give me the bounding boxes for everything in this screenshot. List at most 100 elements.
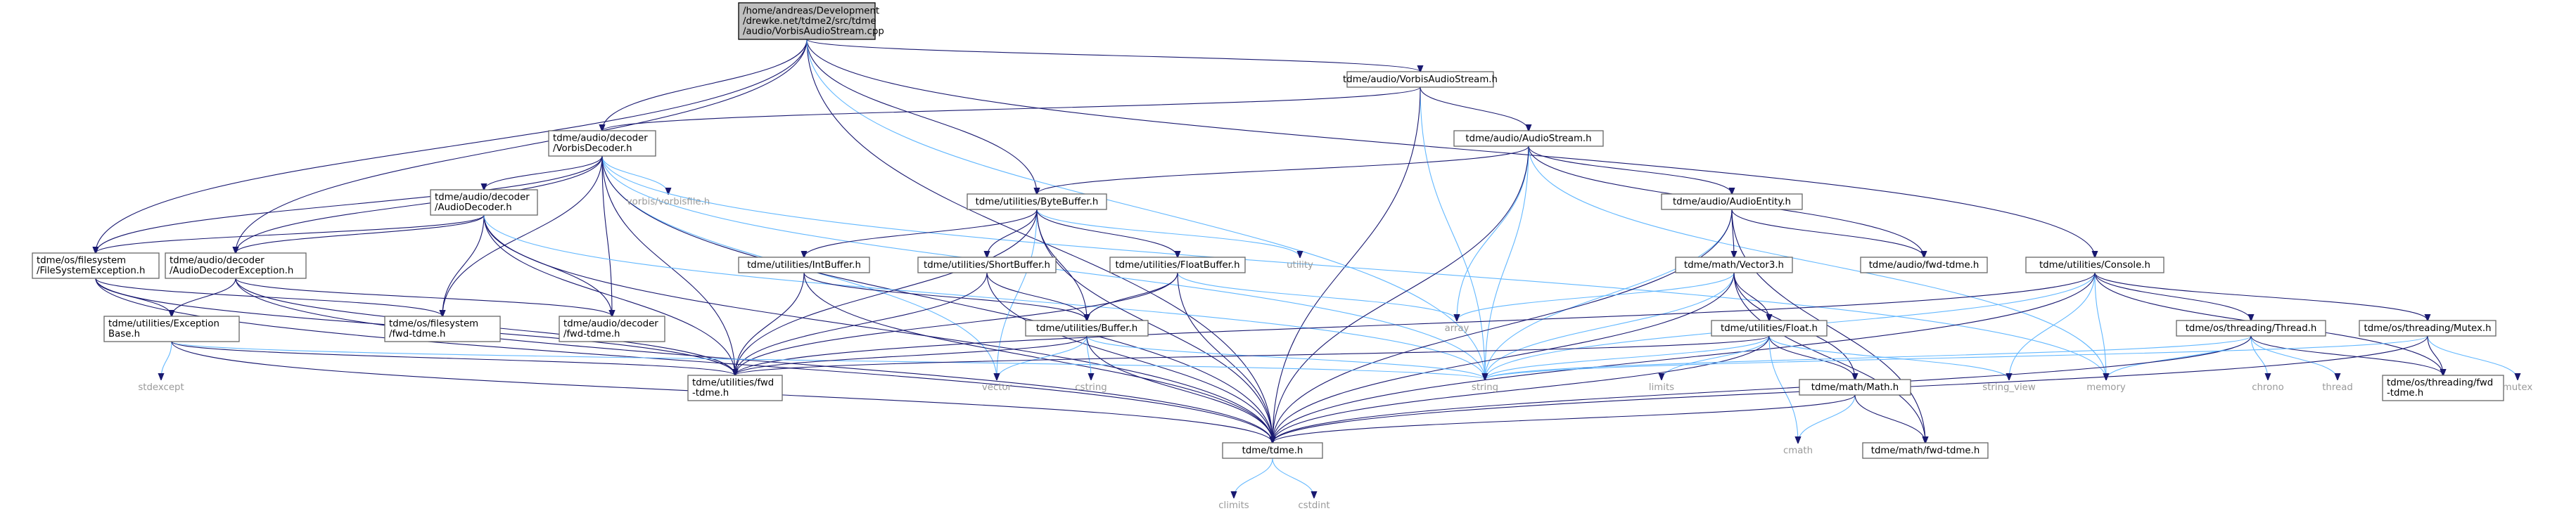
node-label-stdexcept-line-0: stdexcept	[138, 382, 184, 393]
node-vdec_h[interactable]: tdme/audio/decoder/VorbisDecoder.h	[548, 130, 656, 157]
edge-fb_h-to-ufwd_h	[735, 272, 1178, 375]
node-tdme_h[interactable]: tdme/tdme.h	[1222, 442, 1323, 459]
node-ad_h[interactable]: tdme/audio/decoder/AudioDecoder.h	[430, 189, 538, 216]
node-box-root	[738, 2, 876, 40]
node-afwd_h[interactable]: tdme/audio/fwd-tdme.h	[1860, 257, 1988, 273]
node-label-thread-line-0: thread	[2322, 382, 2353, 393]
node-box-vdec_h	[548, 130, 656, 157]
node-fb_h[interactable]: tdme/utilities/FloatBuffer.h	[1109, 257, 1246, 273]
edge-vas_h-to-as_h	[1420, 86, 1529, 131]
edge-float_h-to-string	[1485, 335, 1770, 380]
node-sb_h[interactable]: tdme/utilities/ShortBuffer.h	[917, 257, 1057, 273]
edge-ade_h-to-eb_h	[172, 278, 236, 316]
node-label-cstdint-line-0: cstdint	[1298, 500, 1330, 511]
node-label-vas_h-line-0: tdme/audio/VorbisAudioStream.h	[1343, 75, 1498, 85]
edge-as_h-to-tdme_h	[1273, 145, 1529, 443]
node-box-tdme_h	[1222, 442, 1323, 459]
node-label-adfwd_h-line-0: tdme/audio/decoder	[563, 319, 658, 330]
node-box-ib_h	[738, 257, 870, 273]
node-label-ade_h-line-1: /AudioDecoderException.h	[170, 266, 293, 276]
node-label-vorbisfile-line-0: vorbis/vorbisfile.h	[627, 197, 710, 207]
edge-thread_h-to-tdme_h	[1273, 335, 2252, 443]
node-math_h[interactable]: tdme/math/Math.h	[1799, 379, 1911, 396]
edge-ae_h-to-string	[1485, 209, 1733, 380]
node-label-cmath-line-0: cmath	[1783, 446, 1813, 456]
node-string: string	[1472, 382, 1498, 393]
node-fse_h[interactable]: tdme/os/filesystem/FileSystemException.h	[32, 252, 160, 279]
node-box-mutex_h	[2359, 320, 2497, 337]
node-ade_h[interactable]: tdme/audio/decoder/AudioDecoderException…	[165, 252, 307, 279]
edge-vas_h-to-tdme_h	[1273, 86, 1421, 443]
node-root[interactable]: /home/andreas/Development/drewke.net/tdm…	[738, 2, 884, 40]
node-chrono: chrono	[2252, 382, 2284, 393]
node-label-ae_h-line-0: tdme/audio/AudioEntity.h	[1673, 197, 1791, 207]
node-buf_h[interactable]: tdme/utilities/Buffer.h	[1025, 320, 1149, 337]
node-label-mutex_h-line-0: tdme/os/threading/Mutex.h	[2364, 323, 2491, 334]
node-label-thfwd_h-line-0: tdme/os/threading/fwd	[2387, 378, 2493, 389]
edge-bb_h-to-ufwd_h	[735, 209, 1038, 375]
node-label-memory-line-0: memory	[2086, 382, 2126, 393]
node-label-as_h-line-0: tdme/audio/AudioStream.h	[1465, 134, 1591, 144]
node-vas_h[interactable]: tdme/audio/VorbisAudioStream.h	[1343, 71, 1498, 88]
edge-vdec_h-to-tdme_h	[601, 155, 1273, 443]
node-thread: thread	[2322, 382, 2353, 393]
edge-root-to-vas_h	[806, 39, 1420, 72]
nodes-layer: /home/andreas/Development/drewke.net/tdm…	[32, 2, 2532, 511]
node-box-mfwd_h	[1862, 442, 1989, 459]
edge-sb_h-to-ufwd_h	[735, 272, 988, 375]
node-label-console_h-line-0: tdme/utilities/Console.h	[2039, 260, 2150, 271]
node-label-mfwd_h-line-0: tdme/math/fwd-tdme.h	[1871, 446, 1980, 456]
node-label-bb_h-line-0: tdme/utilities/ByteBuffer.h	[976, 197, 1099, 207]
node-climits: climits	[1218, 500, 1249, 511]
node-label-math_h-line-0: tdme/math/Math.h	[1811, 382, 1899, 393]
node-label-climits-line-0: climits	[1218, 500, 1249, 511]
node-v3_h[interactable]: tdme/math/Vector3.h	[1675, 257, 1793, 273]
node-cstring: cstring	[1075, 382, 1107, 393]
edge-console_h-to-thread_h	[2094, 272, 2251, 320]
edge-float_h-to-cmath	[1768, 335, 1798, 443]
node-float_h[interactable]: tdme/utilities/Float.h	[1711, 320, 1828, 337]
edge-console_h-to-mutex_h	[2094, 272, 2428, 320]
node-label-adfwd_h-line-1: /fwd-tdme.h	[563, 329, 620, 339]
edge-buf_h-to-ufwd_h	[735, 335, 1088, 375]
edge-ad_h-to-string	[483, 214, 1485, 380]
edge-root-to-bb_h	[806, 39, 1037, 194]
edge-vas_h-to-string	[1420, 86, 1485, 380]
node-ae_h[interactable]: tdme/audio/AudioEntity.h	[1661, 193, 1803, 210]
node-box-buf_h	[1025, 320, 1149, 337]
node-ufwd_h[interactable]: tdme/utilities/fwd-tdme.h	[687, 375, 783, 401]
edge-bb_h-to-sb_h	[987, 209, 1038, 257]
node-console_h[interactable]: tdme/utilities/Console.h	[2025, 257, 2164, 273]
edge-float_h-to-math_h	[1768, 335, 1855, 380]
node-box-sb_h	[917, 257, 1057, 273]
node-mfwd_h[interactable]: tdme/math/fwd-tdme.h	[1862, 442, 1989, 459]
node-box-console_h	[2025, 257, 2164, 273]
edge-ad_h-to-fse_h	[96, 214, 485, 253]
node-bb_h[interactable]: tdme/utilities/ByteBuffer.h	[967, 193, 1107, 210]
edge-buf_h-to-tdme_h	[1086, 335, 1273, 443]
edge-eb_h-to-stdexcept	[161, 341, 172, 380]
node-box-ae_h	[1661, 193, 1803, 210]
edge-as_h-to-bb_h	[1037, 145, 1529, 194]
node-box-as_h	[1453, 130, 1604, 147]
edge-root-to-fse_h	[96, 39, 808, 253]
node-fsfwd_h[interactable]: tdme/os/filesystem/fwd-tdme.h	[384, 316, 501, 342]
edge-as_h-to-ae_h	[1528, 145, 1732, 194]
node-mutex_h[interactable]: tdme/os/threading/Mutex.h	[2359, 320, 2497, 337]
node-ib_h[interactable]: tdme/utilities/IntBuffer.h	[738, 257, 870, 273]
node-thfwd_h[interactable]: tdme/os/threading/fwd-tdme.h	[2382, 375, 2504, 401]
edge-tdme_h-to-cstdint	[1272, 458, 1314, 498]
node-label-array-line-0: array	[1445, 323, 1469, 334]
node-box-bb_h	[967, 193, 1107, 210]
edge-v3_h-to-array	[1457, 272, 1735, 320]
node-as_h[interactable]: tdme/audio/AudioStream.h	[1453, 130, 1604, 147]
node-box-v3_h	[1675, 257, 1793, 273]
edge-ad_h-to-ade_h	[236, 214, 485, 253]
node-adfwd_h[interactable]: tdme/audio/decoder/fwd-tdme.h	[559, 316, 665, 342]
node-label-string_view-line-0: string_view	[1982, 382, 2036, 393]
node-thread_h[interactable]: tdme/os/threading/Thread.h	[2176, 320, 2326, 337]
edge-float_h-to-ufwd_h	[735, 335, 1770, 375]
edge-console_h-to-tdme_h	[1273, 272, 2096, 443]
